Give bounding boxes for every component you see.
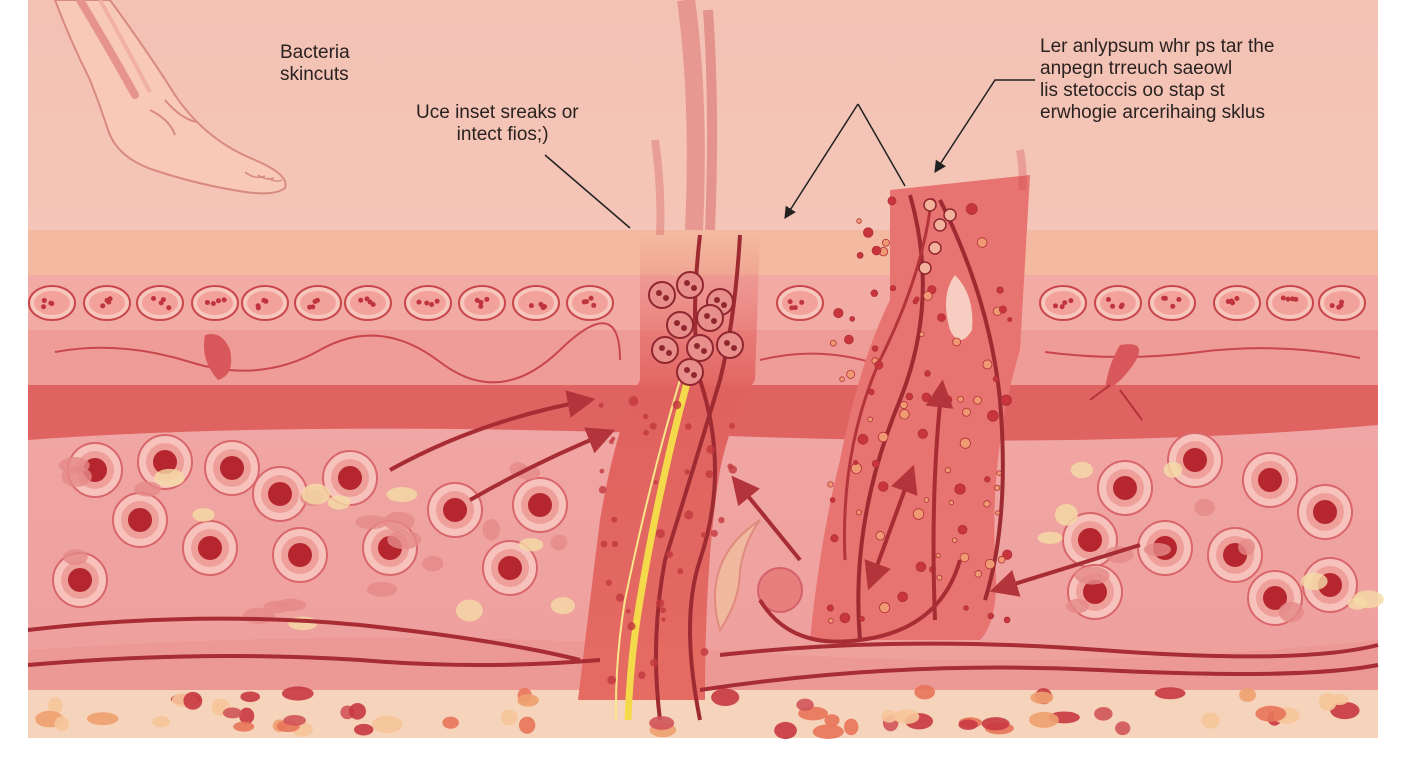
blood-cell-icon bbox=[252, 466, 308, 522]
arrow-icon bbox=[389, 379, 1141, 621]
blood-cell-icon bbox=[482, 540, 538, 596]
blood-cell-icon bbox=[112, 492, 168, 548]
blood-cell-icon bbox=[204, 440, 260, 496]
bacteria-icon bbox=[648, 281, 676, 309]
label-inset: Uce inset sreaks or intect fios;) bbox=[416, 102, 579, 145]
infection-arrow bbox=[864, 464, 918, 591]
label-right-note: Ler anlypsum whr ps tar the anpegn trreu… bbox=[1040, 36, 1275, 123]
callout-lines bbox=[544, 79, 1035, 229]
bacteria-icon bbox=[928, 241, 942, 255]
bacteria-icon bbox=[716, 331, 744, 359]
wound-channel-left bbox=[578, 0, 760, 721]
nerve-fiber bbox=[624, 371, 694, 721]
blood-cell-icon bbox=[28, 285, 76, 321]
bacteria-icon bbox=[696, 304, 724, 332]
blood-cell-icon bbox=[1318, 285, 1366, 321]
blood-cell-icon bbox=[136, 285, 184, 321]
blood-cell-icon bbox=[344, 285, 392, 321]
fat-blobs bbox=[35, 684, 1360, 740]
label-bacteria-skincuts: Bacteria skincuts bbox=[280, 42, 350, 85]
bacteria-icon bbox=[933, 218, 947, 232]
blood-cell-icon bbox=[1167, 432, 1223, 488]
blood-vessels bbox=[27, 559, 1379, 692]
foot-icon bbox=[53, 0, 287, 195]
blood-cell-icon bbox=[1297, 484, 1353, 540]
bacteria-icon bbox=[923, 198, 937, 212]
bacteria-icon bbox=[676, 271, 704, 299]
blood-cell-icon bbox=[1266, 285, 1314, 321]
bacteria-icon bbox=[943, 208, 957, 222]
blood-cell-icon bbox=[1207, 527, 1263, 583]
tissue-cells bbox=[52, 432, 1384, 631]
blood-cell-icon bbox=[52, 552, 108, 608]
blood-cell-icon bbox=[182, 520, 238, 576]
bacteria-icon bbox=[686, 334, 714, 362]
blood-cell-icon bbox=[512, 477, 568, 533]
infection-arrow bbox=[389, 390, 596, 472]
blood-cell-icon bbox=[1148, 285, 1196, 321]
bacteria-cluster-left bbox=[598, 271, 744, 685]
infection-arrow bbox=[989, 543, 1141, 597]
blood-cell-icon bbox=[272, 527, 328, 583]
bacteria-icon bbox=[651, 336, 679, 364]
blood-cell-icon bbox=[427, 482, 483, 538]
blood-cell-icon bbox=[404, 285, 452, 321]
bacteria-icon bbox=[676, 358, 704, 386]
infection-arrow bbox=[469, 427, 616, 502]
blood-cell-icon bbox=[191, 285, 239, 321]
blood-cell-icon bbox=[1094, 285, 1142, 321]
blood-cell-icon bbox=[512, 285, 560, 321]
bacteria-icon bbox=[666, 311, 694, 339]
blood-cell-icon bbox=[458, 285, 506, 321]
bacteria-icon bbox=[203, 334, 1143, 421]
blood-cell-icon bbox=[322, 450, 378, 506]
cell-row-right bbox=[776, 285, 1366, 321]
bacteria-icon bbox=[918, 261, 932, 275]
blood-cell-icon bbox=[776, 285, 824, 321]
blood-cell-icon bbox=[1242, 452, 1298, 508]
blood-cell-icon bbox=[241, 285, 289, 321]
blood-cell-icon bbox=[1213, 285, 1261, 321]
infection-arrow bbox=[731, 475, 802, 562]
blood-cell-icon bbox=[1097, 460, 1153, 516]
blood-cell-icon bbox=[83, 285, 131, 321]
infection-arrow bbox=[925, 379, 954, 621]
bacteria-icon bbox=[714, 519, 761, 633]
bacteria-dots-right bbox=[714, 196, 1013, 633]
blood-cell-icon bbox=[294, 285, 342, 321]
cell-row-left bbox=[28, 285, 614, 321]
blood-cell-icon bbox=[566, 285, 614, 321]
bacteria-icon bbox=[757, 567, 803, 613]
blood-cell-icon bbox=[1039, 285, 1087, 321]
